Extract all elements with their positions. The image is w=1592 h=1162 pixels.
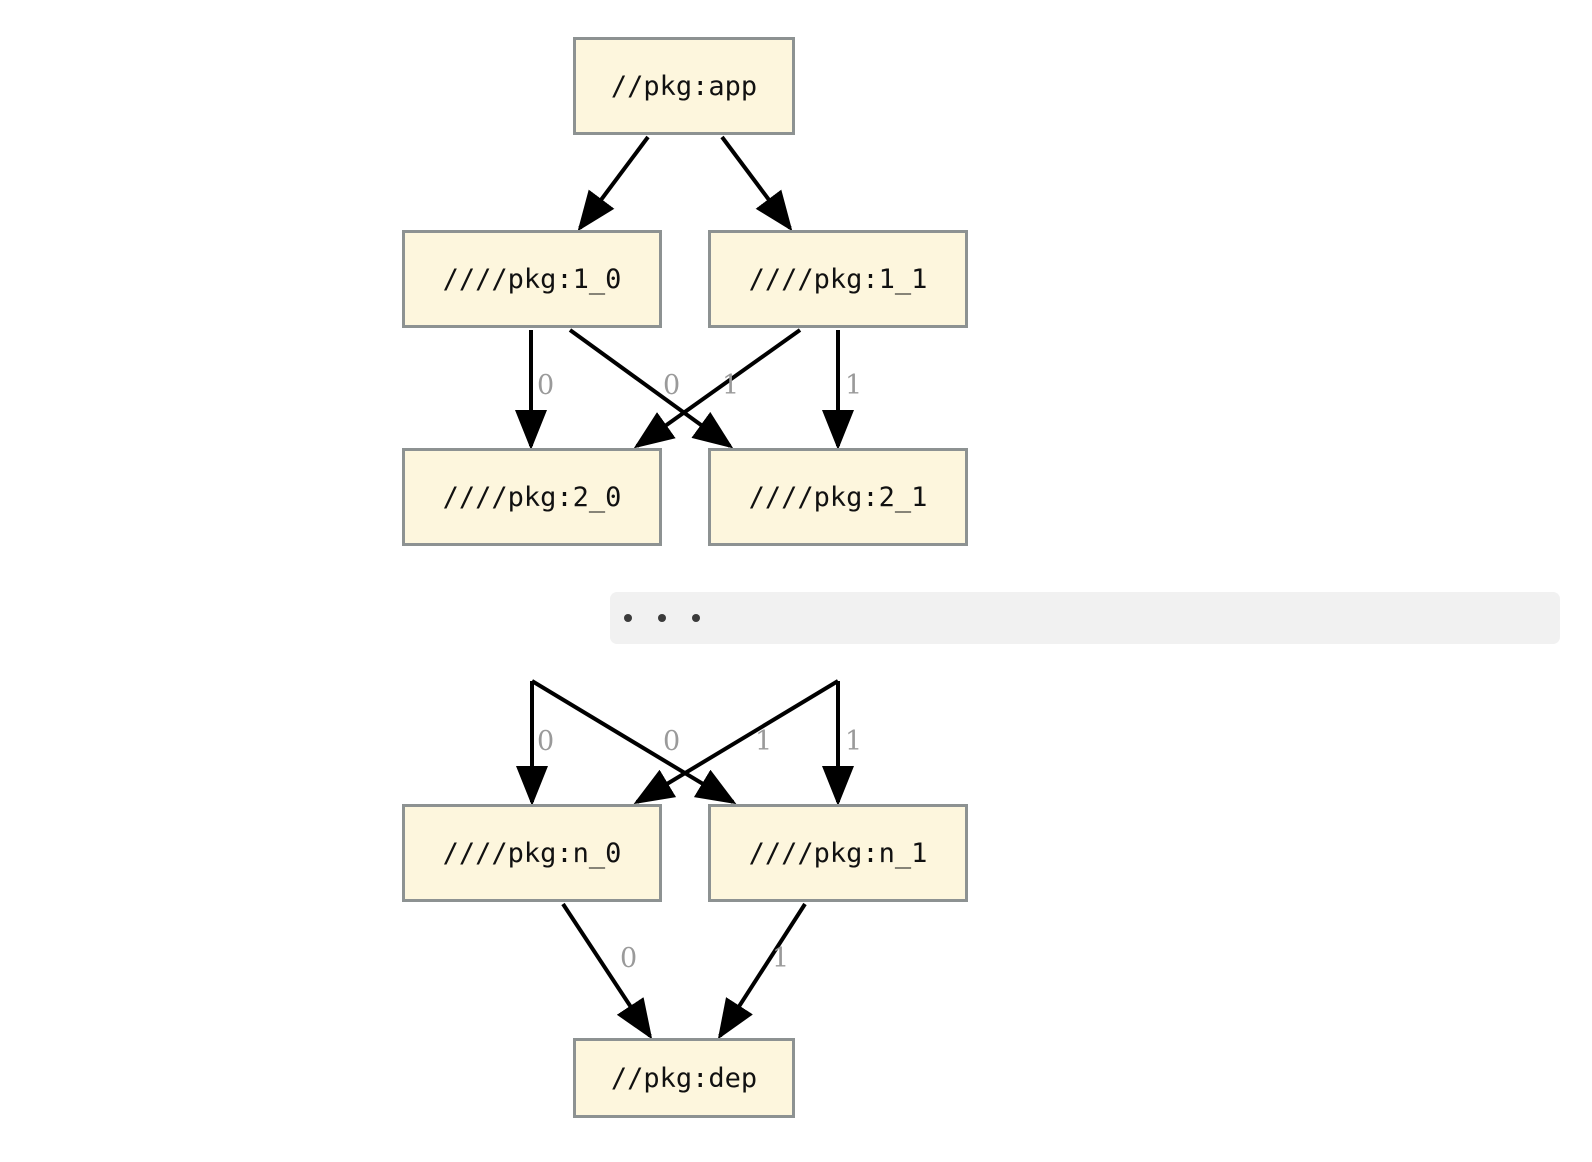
node-label: //pkg:dep: [610, 1062, 758, 1094]
node-label: ////pkg:2_0: [442, 481, 622, 513]
node-label: ////pkg:1_0: [442, 263, 622, 295]
ellipsis-dot: [624, 614, 632, 622]
node-dep[interactable]: //pkg:dep: [573, 1038, 795, 1118]
ellipsis-dots: [624, 614, 700, 622]
node-l1_1[interactable]: ////pkg:1_1: [708, 230, 968, 328]
node-label: ////pkg:n_0: [442, 837, 622, 869]
node-l2_0[interactable]: ////pkg:2_0: [402, 448, 662, 546]
edge-label: 1: [772, 943, 790, 974]
node-label: ////pkg:n_1: [748, 837, 928, 869]
edge-ln_1-to-dep: [717, 902, 807, 1040]
node-ln_0[interactable]: ////pkg:n_0: [402, 804, 662, 902]
edge-label: 1: [845, 726, 863, 757]
edge-ln_0-to-dep: [561, 902, 653, 1040]
ellipsis-separator: [610, 592, 1560, 644]
ellipsis-dot: [692, 614, 700, 622]
node-label: ////pkg:1_1: [748, 263, 928, 295]
edge-label: 1: [845, 370, 863, 401]
edge-label: 1: [722, 370, 740, 401]
edge-dangling-to-ln_0: [633, 679, 840, 805]
node-l1_0[interactable]: ////pkg:1_0: [402, 230, 662, 328]
node-app[interactable]: //pkg:app: [573, 37, 795, 135]
edge-layer: [515, 135, 854, 1040]
node-label: ////pkg:2_1: [748, 481, 928, 513]
edge-label: 0: [537, 370, 555, 401]
edge-app-to-l1_0: [577, 135, 650, 232]
edge-dangling-to-ln_1: [530, 679, 737, 805]
ellipsis-dot: [658, 614, 666, 622]
node-ln_1[interactable]: ////pkg:n_1: [708, 804, 968, 902]
edge-label: 0: [663, 370, 681, 401]
edge-label: 0: [620, 943, 638, 974]
node-label: //pkg:app: [610, 70, 758, 102]
edge-l1_1-to-l2_0: [633, 328, 802, 449]
edge-label: 0: [663, 726, 681, 757]
edge-l1_0-to-l2_1: [568, 328, 734, 449]
node-l2_1[interactable]: ////pkg:2_1: [708, 448, 968, 546]
edge-app-to-l1_1: [720, 135, 793, 232]
edge-label: 0: [537, 726, 555, 757]
edge-label: 1: [755, 726, 773, 757]
